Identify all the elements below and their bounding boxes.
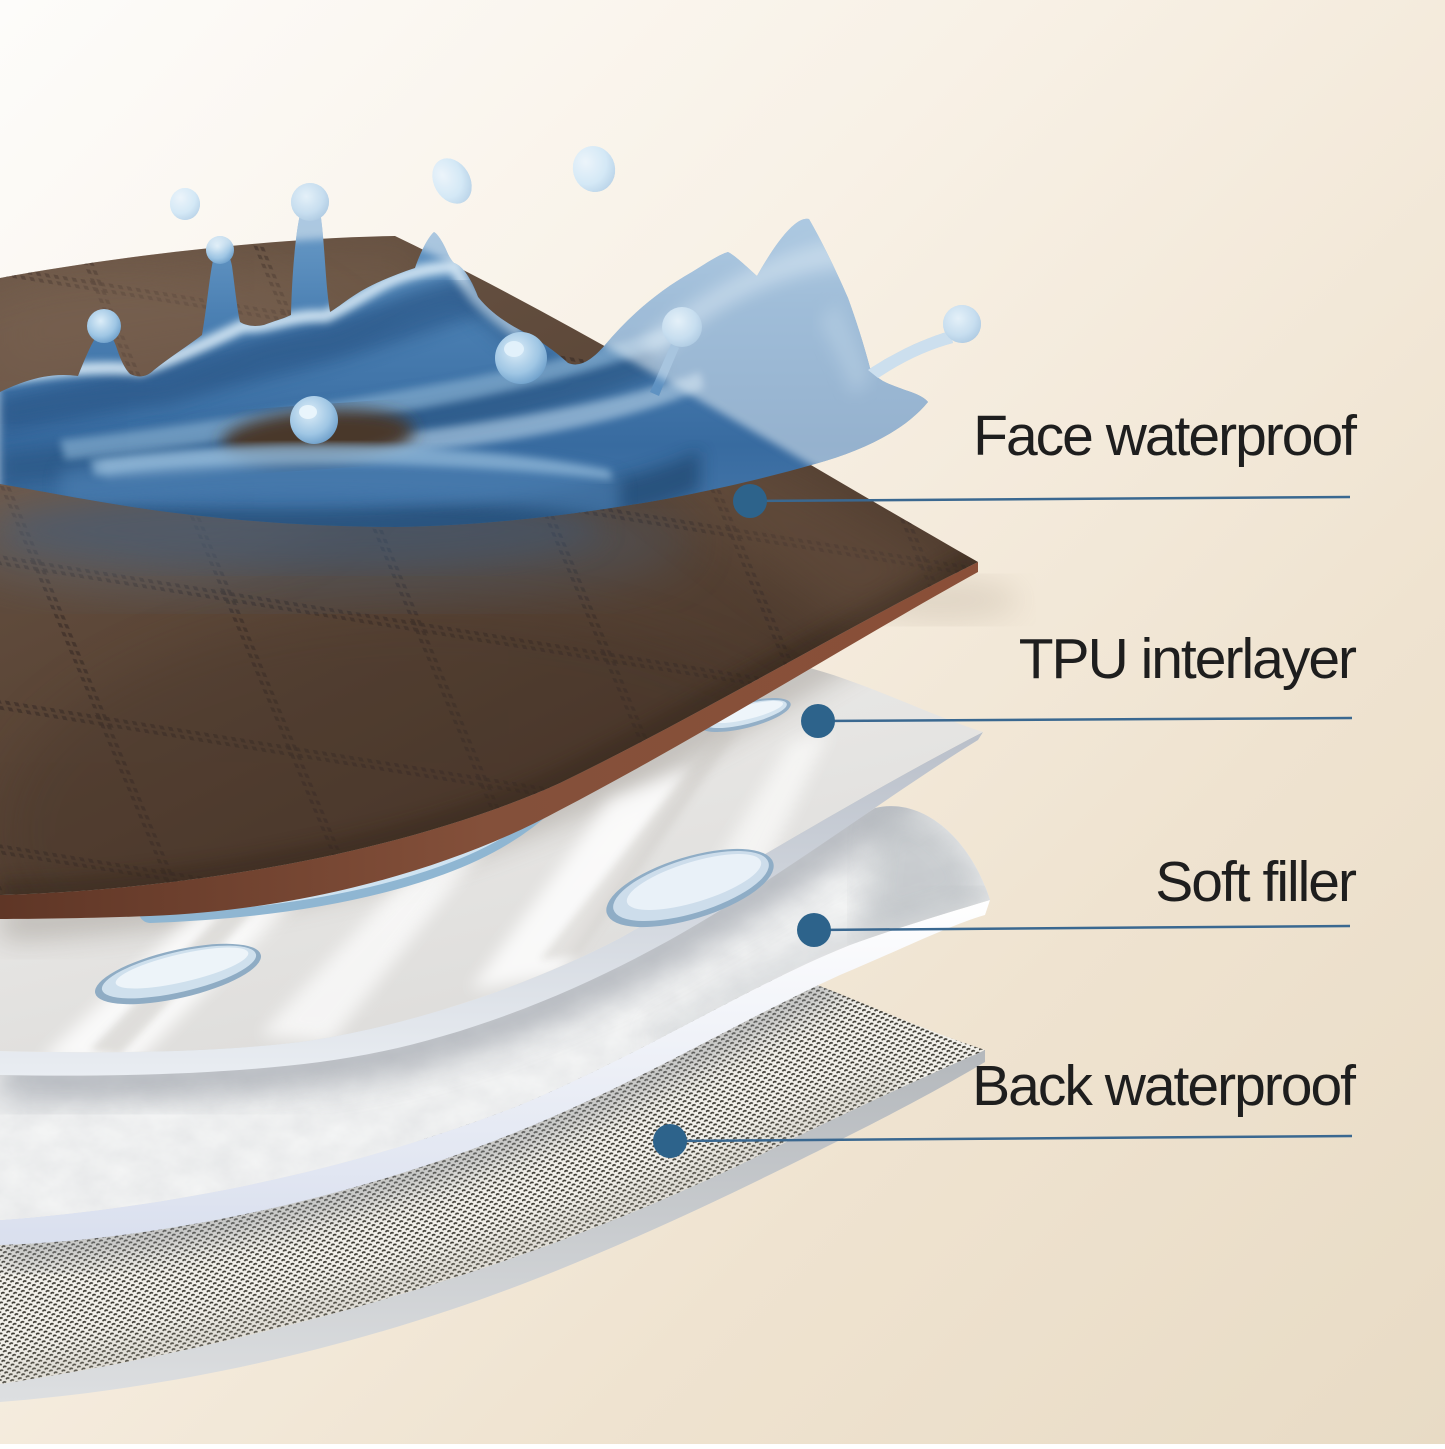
svg-text:Face waterproof: Face waterproof: [973, 404, 1357, 468]
svg-text:Soft filler: Soft filler: [1155, 850, 1357, 914]
svg-text:Back waterproof: Back waterproof: [972, 1054, 1356, 1118]
svg-text:TPU interlayer: TPU interlayer: [1019, 627, 1357, 691]
